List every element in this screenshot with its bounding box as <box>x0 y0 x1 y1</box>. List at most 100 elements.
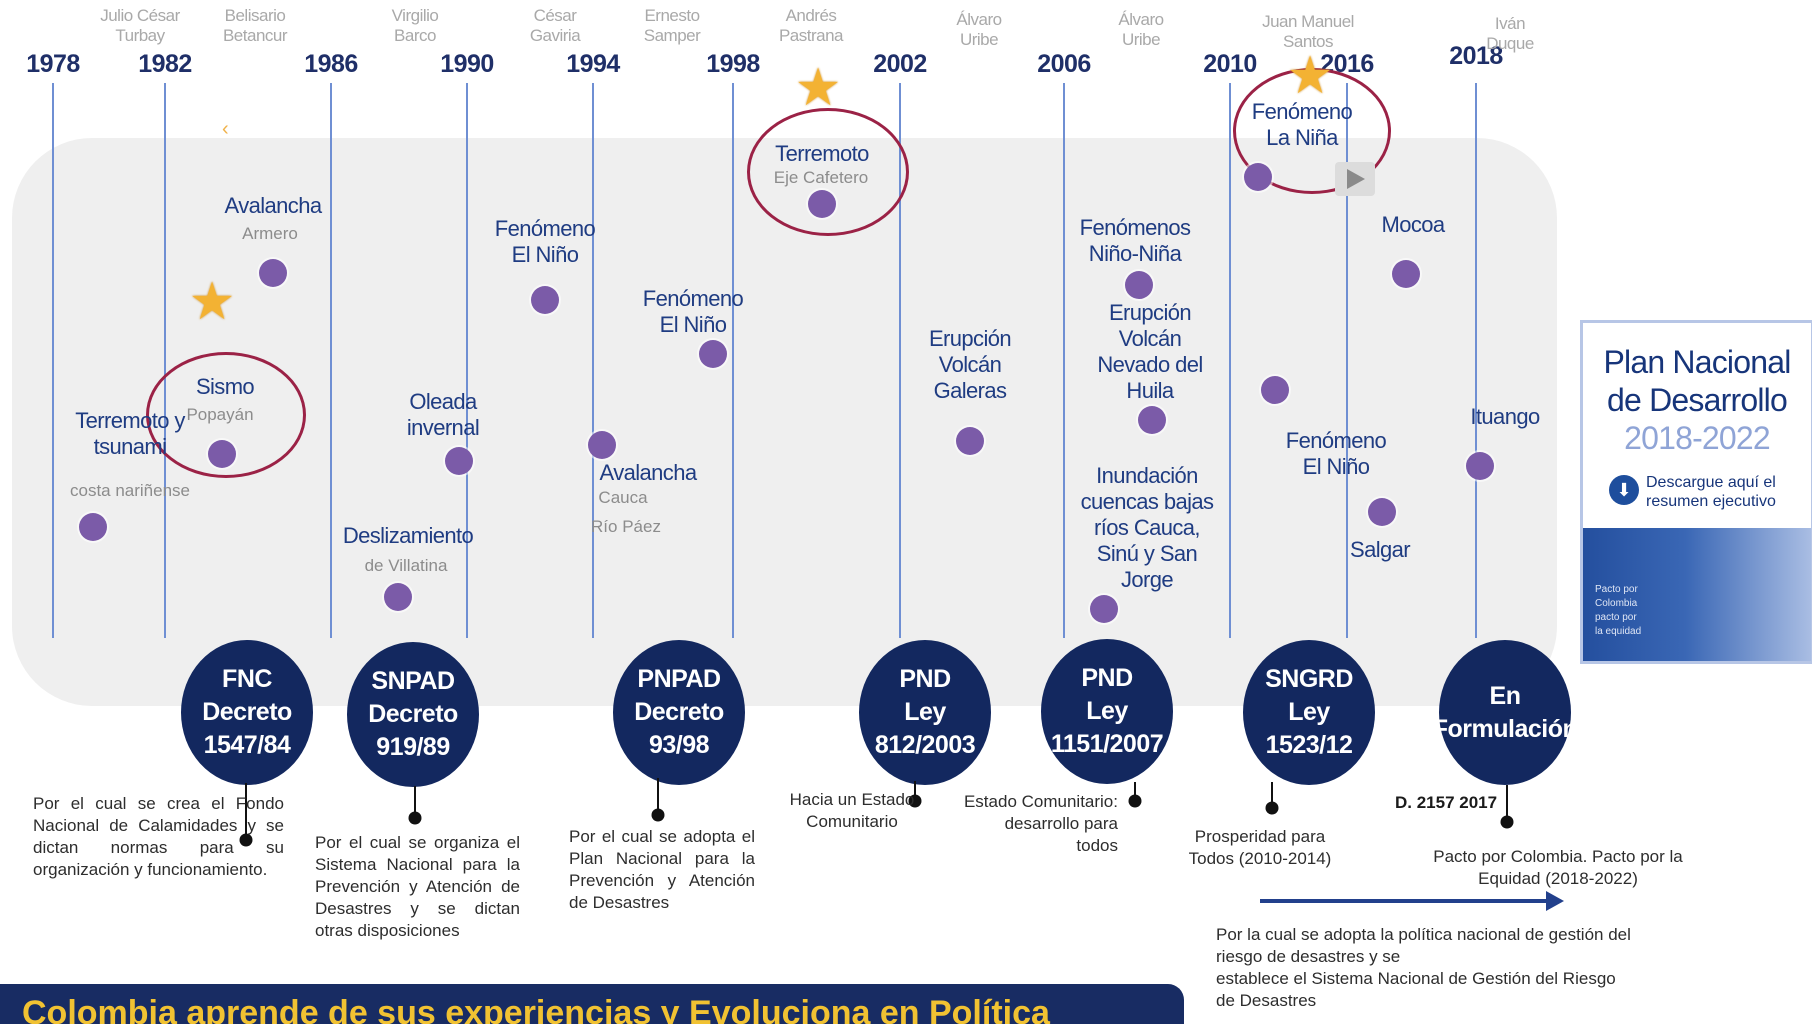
event-title-line: Ituango <box>1470 404 1540 429</box>
description-line: otras disposiciones <box>315 921 460 940</box>
description-line: Por el cual se crea el Fondo <box>33 794 284 813</box>
president-name-line: Samper <box>643 26 701 45</box>
president-name-line: Julio César <box>100 6 180 25</box>
plan-card-footer-line: la equidad <box>1595 626 1642 637</box>
year-label: 1994 <box>566 50 620 78</box>
event-subtitle: Armero <box>242 224 298 243</box>
president-name-line: Iván <box>1494 14 1526 33</box>
description-line: Estado Comunitario: <box>963 792 1118 811</box>
connector-line <box>245 783 247 840</box>
connector-line <box>1506 785 1508 822</box>
event-dot <box>699 340 727 368</box>
milestone-line: Formulación <box>1432 714 1578 743</box>
timeline-line <box>732 83 734 638</box>
milestone-line: 93/98 <box>648 731 710 759</box>
connector-dot <box>1500 815 1514 829</box>
description-line: Todos (2010-2014) <box>1188 849 1332 868</box>
description-line: establece el Sistema Nacional de Gestión… <box>1216 969 1616 988</box>
president-name-line: Barco <box>394 26 436 45</box>
event-title-line: El Niño <box>511 242 579 267</box>
event-title-line: Jorge <box>1120 567 1174 592</box>
plan-card-title-line: de Desarrollo <box>1607 382 1788 418</box>
event-sismo: Sismo <box>196 374 255 400</box>
event-title-line: Fenómeno <box>1285 428 1387 453</box>
connector-line <box>414 786 416 818</box>
event-title-line: Mocoa <box>1381 212 1445 237</box>
milestone-line: Decreto <box>634 698 724 726</box>
year-label: 1990 <box>440 50 494 78</box>
event-title-line: Deslizamiento <box>342 523 474 548</box>
event-terremoto-eje-cafetero: Terremoto <box>775 141 869 167</box>
year-label: 2002 <box>873 50 927 78</box>
event-subtitle: Río Páez <box>591 517 661 536</box>
download-text-line: resumen ejecutivo <box>1646 493 1776 510</box>
event-subtitle: Cauca <box>598 488 648 507</box>
plan-card-footer-line: Pacto por <box>1595 584 1638 595</box>
timeline-line <box>1475 83 1477 638</box>
plan-card-footer-line: pacto por <box>1595 612 1637 623</box>
milestone-line: SNGRD <box>1265 665 1353 693</box>
milestone-line: PNPAD <box>637 665 721 693</box>
event-title-line: Avalancha <box>224 193 323 218</box>
description-line: todos <box>1076 836 1118 855</box>
event-dot <box>79 513 107 541</box>
president-name-line: Álvaro <box>1118 10 1164 29</box>
event-title-line: Erupción <box>1108 300 1192 325</box>
event-dot <box>1261 376 1289 404</box>
chevron-left-icon: ‹ <box>222 118 229 140</box>
year-label: 2010 <box>1203 50 1257 78</box>
description-line: riesgo de desastres y se <box>1216 947 1401 966</box>
arrow-right-icon <box>1546 891 1564 911</box>
event-dot <box>1090 595 1118 623</box>
star-icon: ★ <box>188 273 236 331</box>
president-name-line: Uribe <box>959 30 999 49</box>
description-line: de Desastres <box>1216 991 1317 1010</box>
year-label: 2018 <box>1449 42 1503 70</box>
timeline-line <box>1229 83 1231 638</box>
event-title-line: La Niña <box>1266 125 1338 150</box>
play-icon[interactable] <box>1335 162 1375 196</box>
star-icon: ★ <box>1286 47 1334 105</box>
timeline-line <box>164 83 166 638</box>
milestone-line: 1523/12 <box>1265 731 1353 759</box>
connector-dot <box>1265 801 1279 815</box>
timeline-line <box>466 83 468 638</box>
event-salgar: Salgar <box>1350 537 1411 563</box>
connector-dot <box>1128 794 1142 808</box>
event-dot <box>1138 406 1166 434</box>
milestone-line: Ley <box>904 698 946 726</box>
event-title-line: Avalancha <box>599 460 698 485</box>
star-icon: ★ <box>794 59 842 117</box>
milestone-line: En <box>1489 681 1521 710</box>
description-line: Por el cual se adopta el <box>569 827 755 846</box>
event-dot <box>808 190 836 218</box>
event-title-line: Nevado del <box>1097 352 1203 377</box>
connector-line <box>1271 782 1273 808</box>
event-dot <box>1125 271 1153 299</box>
year-label: 1978 <box>26 50 80 78</box>
description-line: Prosperidad para <box>1194 827 1326 846</box>
milestone-line: 919/89 <box>376 733 450 761</box>
event-title-line: Inundación <box>1096 463 1198 488</box>
event-title-line: Salgar <box>1350 537 1411 562</box>
download-icon[interactable]: ⬇ <box>1609 475 1639 505</box>
